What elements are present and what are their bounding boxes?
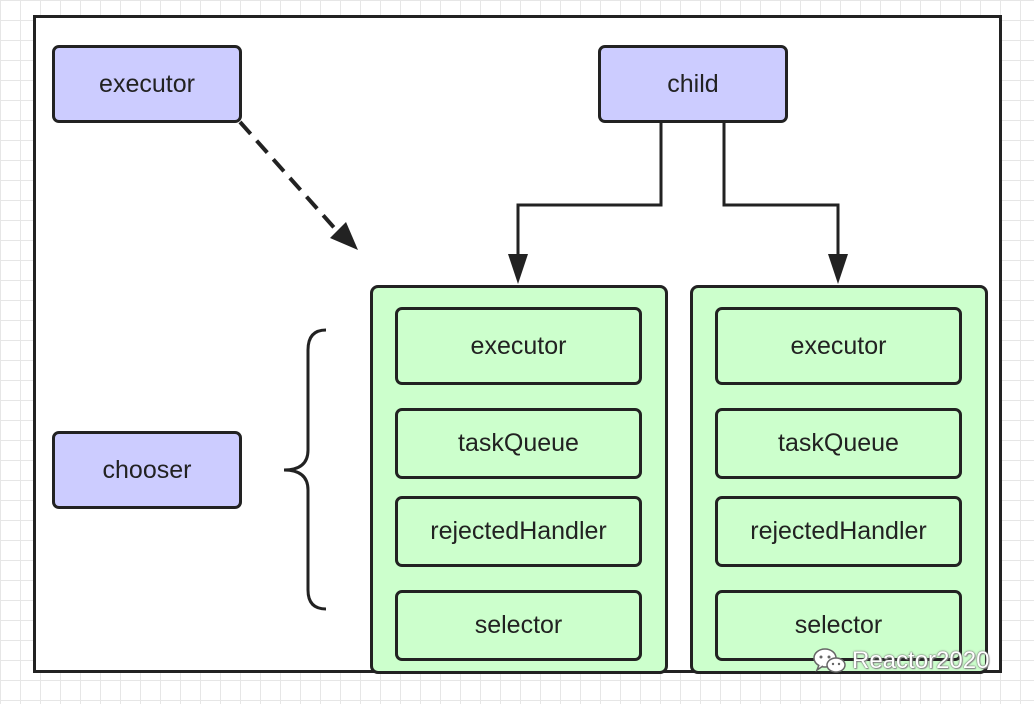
event-loop-left-taskqueue: taskQueue — [395, 408, 642, 479]
child-left-connector — [516, 122, 663, 262]
executor-node: executor — [52, 45, 242, 123]
event-loop-left-selector: selector — [395, 590, 642, 661]
executor-dashed-arrow — [238, 120, 340, 234]
field-label: rejectedHandler — [430, 517, 607, 545]
event-loop-left-rejectedhandler: rejectedHandler — [395, 496, 642, 567]
event-loop-right-selector: selector — [715, 590, 962, 661]
event-loop-right-rejectedhandler: rejectedHandler — [715, 496, 962, 567]
chooser-node: chooser — [52, 431, 242, 509]
executor-arrowhead — [330, 222, 358, 250]
child-left-arrowhead — [508, 254, 528, 284]
field-label: rejectedHandler — [750, 517, 927, 545]
child-node: child — [598, 45, 788, 123]
watermark: Reactor2020 — [812, 644, 989, 678]
child-node-label: child — [667, 69, 719, 98]
chooser-node-label: chooser — [102, 455, 192, 484]
child-right-connector — [722, 122, 840, 262]
event-loop-right-executor: executor — [715, 307, 962, 385]
field-label: taskQueue — [778, 429, 899, 457]
field-label: selector — [474, 611, 563, 639]
child-right-arrowhead — [828, 254, 848, 284]
watermark-text: Reactor2020 — [852, 647, 990, 674]
wechat-icon — [813, 648, 846, 673]
field-label: executor — [790, 331, 887, 360]
field-label: executor — [470, 331, 567, 360]
field-label: taskQueue — [458, 429, 579, 457]
executor-node-label: executor — [99, 69, 195, 98]
event-loop-right-taskqueue: taskQueue — [715, 408, 962, 479]
field-label: selector — [794, 611, 883, 639]
event-loop-left-executor: executor — [395, 307, 642, 385]
chooser-brace — [283, 328, 327, 611]
